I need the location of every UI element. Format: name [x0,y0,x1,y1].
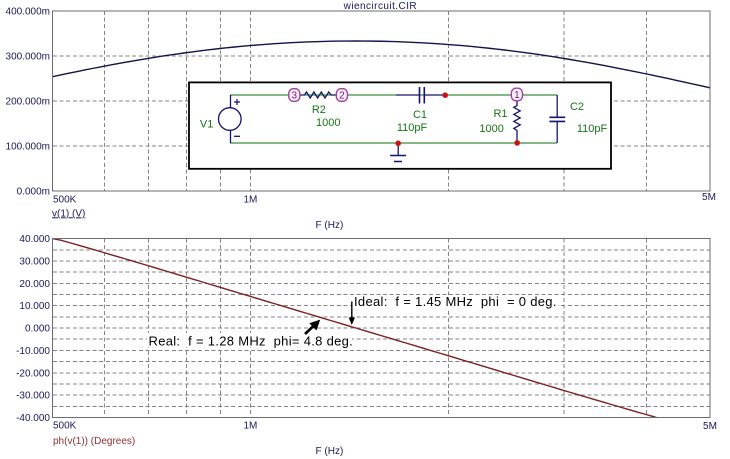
svg-text:1M: 1M [243,421,257,432]
svg-text:0.000: 0.000 [25,324,50,335]
svg-text:V1: V1 [200,118,213,130]
svg-text:Ideal: f = 1.45 MHz phi = 0: Ideal: f = 1.45 MHz phi = 0 deg. [354,294,557,309]
svg-text:1M: 1M [243,194,257,205]
svg-text:-20.000: -20.000 [16,368,50,379]
svg-text:5M: 5M [702,192,716,203]
svg-text:-10.000: -10.000 [16,346,50,357]
svg-text:ph(v(1)) (Degrees): ph(v(1)) (Degrees) [53,436,135,447]
svg-text:3: 3 [292,91,298,102]
svg-text:2: 2 [339,91,345,102]
svg-text:1: 1 [514,90,520,101]
svg-text:300.000m: 300.000m [6,52,50,63]
svg-text:500K: 500K [53,194,77,205]
svg-text:5M: 5M [703,421,717,432]
svg-text:20.000: 20.000 [19,279,50,290]
svg-text:110pF: 110pF [577,123,608,135]
svg-text:10.000: 10.000 [19,301,50,312]
svg-text:200.000m: 200.000m [6,97,50,108]
svg-text:1000: 1000 [316,117,340,129]
svg-text:-40.000: -40.000 [16,413,50,424]
svg-text:R2: R2 [312,104,326,116]
svg-text:Real: f = 1.28 MHz phi= 4.8: Real: f = 1.28 MHz phi= 4.8 deg. [149,334,354,349]
svg-text:400.000m: 400.000m [6,7,50,18]
svg-text:F (Hz): F (Hz) [316,446,344,457]
svg-text:0.000m: 0.000m [17,187,50,198]
svg-text:v(1) (V): v(1) (V) [52,208,85,219]
svg-text:110pF: 110pF [397,122,428,134]
svg-text:-30.000: -30.000 [16,391,50,402]
svg-text:wiencircuit.CIR: wiencircuit.CIR [343,1,417,12]
svg-text:40.000: 40.000 [19,234,50,245]
svg-text:1000: 1000 [479,123,503,135]
svg-text:30.000: 30.000 [19,256,50,267]
svg-text:C2: C2 [570,101,584,113]
svg-text:F (Hz): F (Hz) [316,220,344,231]
svg-text:R1: R1 [493,108,507,120]
svg-text:C1: C1 [413,109,427,121]
svg-text:500K: 500K [53,421,77,432]
svg-text:100.000m: 100.000m [6,142,50,153]
